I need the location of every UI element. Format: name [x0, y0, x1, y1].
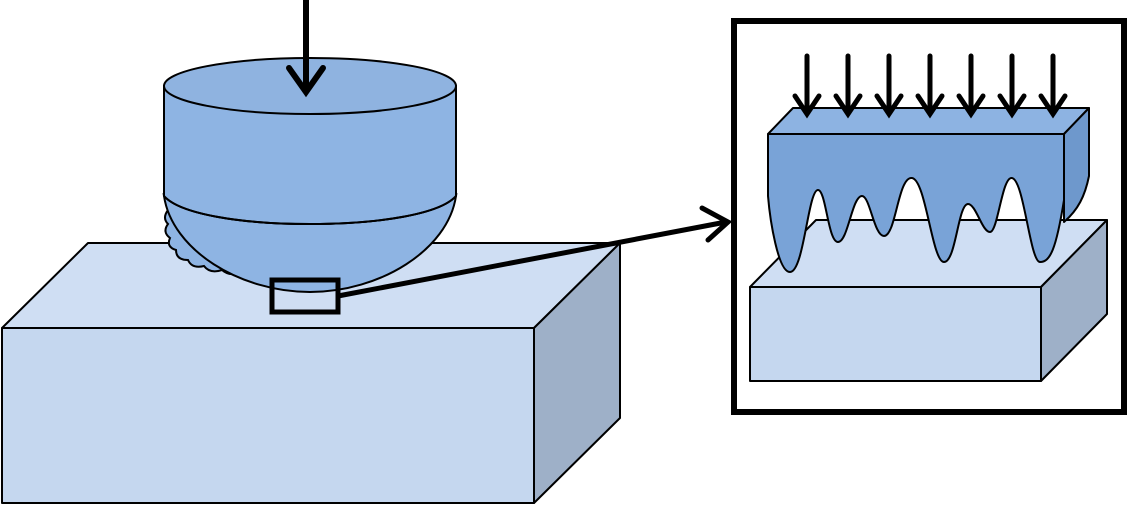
inset-load-arrows — [792, 53, 1068, 119]
down-arrow-icon — [833, 53, 863, 119]
indenter-band — [163, 195, 457, 226]
substrate-side-face — [533, 242, 621, 504]
down-arrow-icon — [792, 53, 822, 119]
inset-panel — [731, 18, 1127, 415]
down-arrow-icon — [915, 53, 945, 119]
down-arrow-icon — [1038, 53, 1068, 119]
down-arrow-icon — [874, 53, 904, 119]
inset-substrate-front-face — [749, 286, 1042, 382]
down-arrow-icon — [286, 0, 326, 98]
substrate-front-face — [1, 327, 535, 504]
down-arrow-icon — [997, 53, 1027, 119]
down-arrow-icon — [956, 53, 986, 119]
indenter — [162, 57, 458, 294]
right-arrow-icon — [335, 205, 733, 299]
inset-substrate-side-face — [1040, 219, 1108, 382]
inset-rough-front-face — [767, 133, 1065, 273]
inset-rough-side-face — [1063, 107, 1090, 223]
